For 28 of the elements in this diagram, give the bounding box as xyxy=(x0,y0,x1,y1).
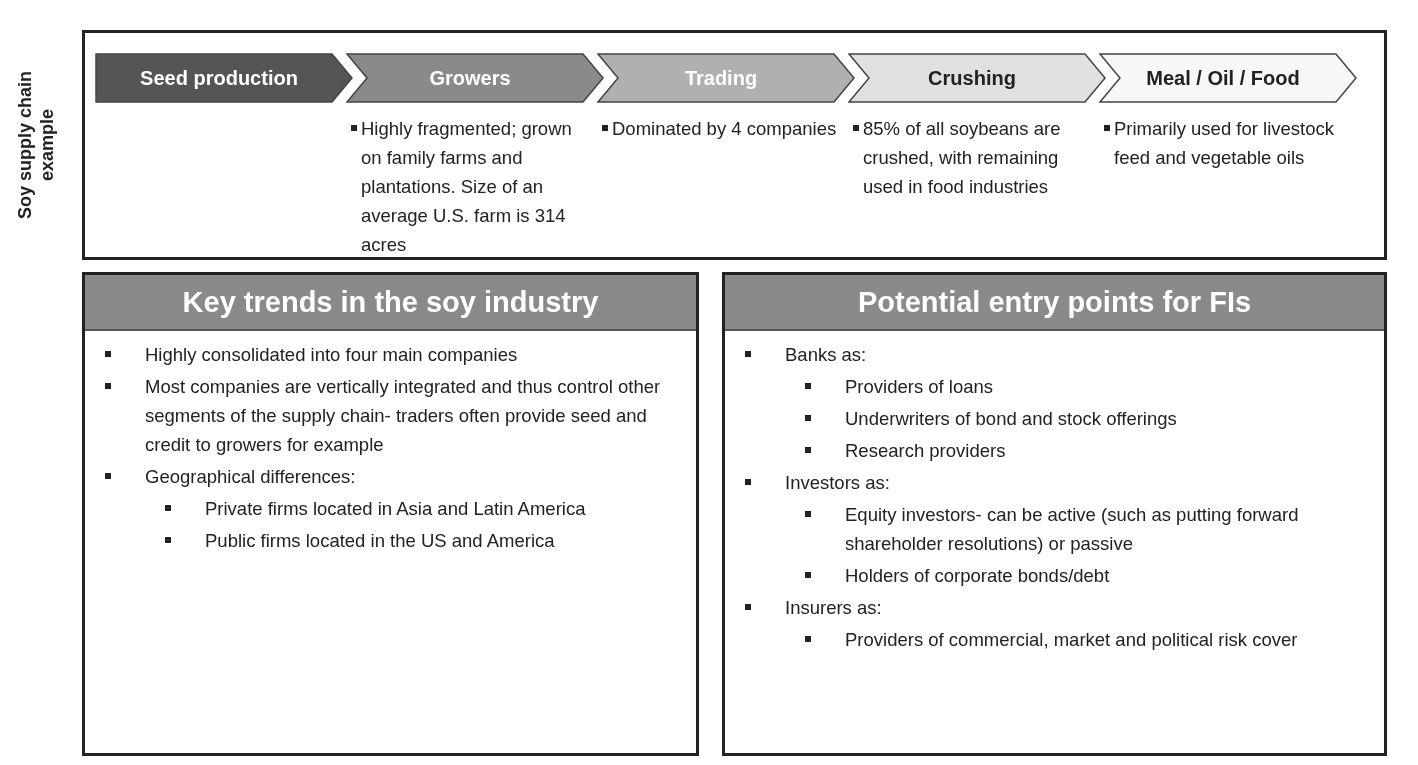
bullet-text: Banks as: xyxy=(785,343,867,367)
bullet-text: 85% of all soybeans are crushed, with remaining used in food industries xyxy=(863,117,1062,199)
panel-header: Potential entry points for FIs xyxy=(725,275,1384,331)
bullet-text: Primarily used for livestock feed and vegetable oils xyxy=(1114,117,1335,170)
bullet-text: Underwriters of bond and stock offerings xyxy=(845,407,1177,431)
bullet-text: Investors as: xyxy=(785,471,890,495)
bullet-text: Private firms located in Asia and Latin America xyxy=(205,497,586,521)
chevron-step: Meal / Oil / Food xyxy=(1099,53,1357,103)
bullet-text: Providers of commercial, market and political risk cover xyxy=(845,628,1298,652)
bullet-text: Insurers as: xyxy=(785,596,882,620)
chevron-step: Crushing xyxy=(848,53,1106,103)
bullet-text: Highly fragmented; grown on family farms and plantations. Size of an average U.S. farm is 314 acres xyxy=(361,117,573,257)
bullet-text: Providers of loans xyxy=(845,375,994,399)
chevron-step: Seed production xyxy=(95,53,353,103)
bullet-text: Equity investors- can be active (such as putting forward shareholder resolutions) or passive xyxy=(845,503,1300,556)
bullet-text: Research providers xyxy=(845,439,1006,463)
bullet-text: Holders of corporate bonds/debt xyxy=(845,564,1110,588)
bullet-text: Public firms located in the US and America xyxy=(205,529,555,553)
text-panel xyxy=(722,272,1387,756)
chevron-step: Trading xyxy=(597,53,855,103)
bullet-text: Geographical differences: xyxy=(145,465,356,489)
bullet-text: Most companies are vertically integrated and thus control other segments of the supply chain- traders often provide seed and credit to growers for example xyxy=(145,375,662,457)
bullet-text: Highly consolidated into four main companies xyxy=(145,343,518,367)
vertical-heading: Soy supply chain example xyxy=(14,70,58,222)
panel-header: Key trends in the soy industry xyxy=(85,275,696,331)
chevron-step: Growers xyxy=(346,53,604,103)
text-panel xyxy=(82,272,699,756)
bullet-text: Dominated by 4 companies xyxy=(612,117,837,141)
